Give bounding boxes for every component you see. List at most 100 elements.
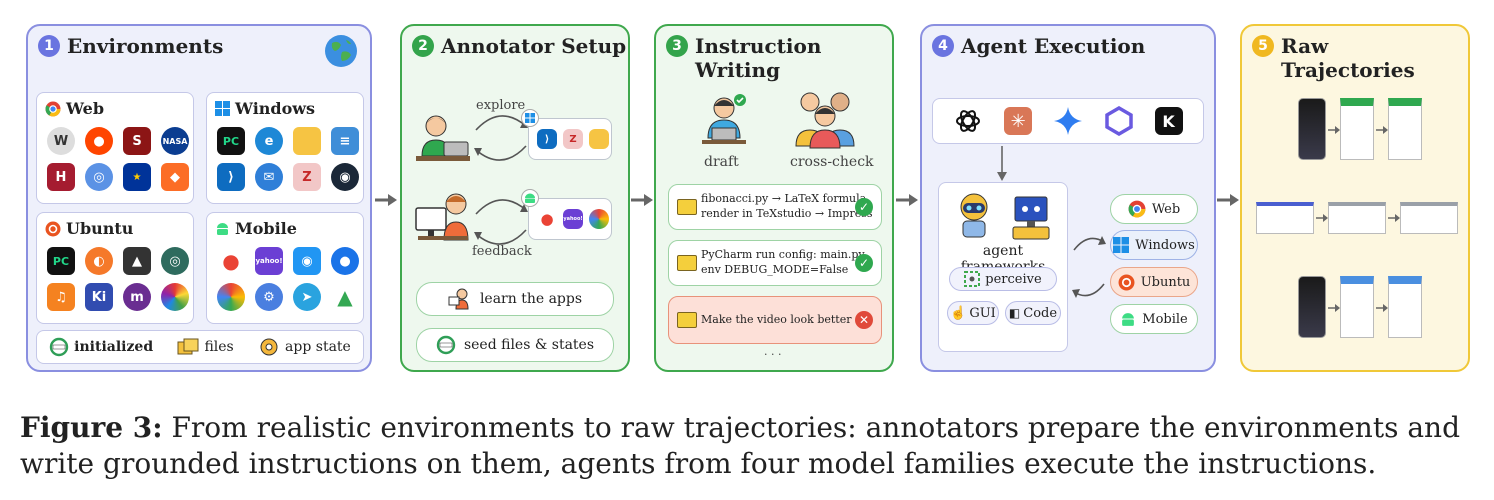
step-4-badge: 4 [932,35,954,57]
env-state-bar: initialized files app state [36,330,364,364]
drafting-person-icon [702,94,746,144]
mobile-label: Mobile [235,219,297,238]
code-pill: ◧ Code [1005,301,1061,325]
windows-logo-icon [1113,237,1130,253]
target-ubuntu: Ubuntu [1110,267,1198,297]
gui-label: GUI [969,305,996,321]
mobile-box: Mobile ● yahoo! ◉ ● ⚙ ➤ ▲ [206,212,364,324]
task-3-line1: Make the video look better [701,313,852,326]
windows-badge-icon [521,109,539,127]
folder-icon [677,255,697,271]
perceive-icon [964,271,981,287]
windows-apps-card: ⟩ Z [521,109,612,160]
folders-icon [177,338,199,355]
crosscheck-label: cross-check [790,154,874,170]
model-family-bar: ✳ K [932,98,1204,144]
openai-icon [956,110,981,132]
target-web: Web [1110,194,1198,224]
step-1-badge: 1 [38,35,60,57]
notepad-icon: ≡ [331,127,359,155]
file-explorer-icon [589,129,609,149]
vscode-icon: ⟩ [537,129,557,149]
feedback-loop-arrows [474,199,528,245]
zotero-icon: Z [293,163,321,191]
chrome-icon [45,101,61,116]
wikipedia-icon: W [47,127,75,155]
trajectory-1-step-1 [1298,98,1326,160]
seed-files-pill: seed files & states [416,328,614,362]
android-icon [217,223,228,235]
learn-apps-pill: learn the apps [416,282,614,316]
app-state-label: app state [285,339,351,355]
blender-icon: ◐ [85,247,113,275]
down-arrow [997,146,1007,181]
caption-label: Figure 3: [20,411,163,444]
environments-title: 1 Environments [38,34,223,58]
perceive-pill: perceive [949,267,1057,291]
reject-x-icon: ✕ [855,311,873,329]
mobile-apps-card: ● yahoo! [521,189,612,240]
android-icon [1122,313,1135,326]
steam-icon: ◉ [331,163,359,191]
trajectory-2-step-1 [1256,202,1314,234]
initialized-label: initialized [74,339,154,355]
harvard-icon: H [47,163,75,191]
task-1-line1: fibonacci.py → LaTeX formula, [701,192,870,205]
telegram-icon: ➤ [293,283,321,311]
execution-loop-arrows [1072,236,1106,298]
eu-flag-icon: ★ [123,163,151,191]
windows-box: Windows PC e ≡ ⟩ ✉ Z ◉ [206,92,364,204]
globe-icon [325,35,357,67]
trajectory-1-step-3 [1388,98,1422,160]
stanford-icon: S [123,127,151,155]
vscode-icon: ⟩ [217,163,245,191]
raw-title: 5 Raw Trajectories [1252,34,1468,82]
feedback-label: feedback [472,244,532,259]
trajectory-arrow [1388,214,1400,222]
annotator-desktop-icon [415,193,469,241]
web-box: Web W ● S NASA H ◎ ★ ◆ [36,92,194,204]
android-badge-icon [521,189,539,207]
code-cube-icon: ◧ [1008,306,1021,320]
figure-caption: Figure 3: From realistic environments to… [20,410,1480,482]
windows-label: Windows [235,99,316,118]
maps-pin-icon: ● [217,247,245,275]
raw-trajectories-panel: 5 Raw Trajectories [1240,24,1470,372]
task-card-2: PyCharm run config: main.py, env DEBUG_M… [668,240,882,286]
agent-title: 4 Agent Execution [932,34,1145,58]
settings-gear-icon: ⚙ [255,283,283,311]
check-icon: ✓ [855,198,873,216]
check-icon: ✓ [855,254,873,272]
openshot-icon: ◎ [161,247,189,275]
annotator-setup-panel: 2 Annotator Setup explore feedback ⟩ Z ●… [400,24,630,372]
annotator-title-text: Annotator Setup [441,34,627,58]
draft-label: draft [704,154,739,170]
yahoo-finance-icon: yahoo! [255,247,283,275]
raw-title-text: Raw Trajectories [1281,34,1415,82]
nasa-icon: NASA [161,127,189,155]
windows-header: Windows [215,99,315,118]
web-header: Web [45,99,104,118]
instruction-title-line1: Instruction [695,34,822,58]
qwen-icon [1105,106,1133,136]
reset-icon [49,337,69,357]
reddit-icon: ● [85,127,113,155]
target-windows: Windows [1110,230,1198,260]
step-5-badge: 5 [1252,35,1274,57]
inkscape-icon: ▲ [123,247,151,275]
code-label: Code [1023,305,1058,321]
ubuntu-header: Ubuntu [45,219,133,238]
learn-apps-label: learn the apps [479,291,583,307]
trajectory-2-step-3 [1400,202,1458,234]
task-card-3: Make the video look better ✕ [668,296,882,344]
kimi-icon: K [1154,107,1183,135]
trajectory-arrow [1376,126,1388,134]
environments-title-text: Environments [67,34,224,58]
target-web-label: Web [1151,201,1181,217]
ubuntu-label: Ubuntu [66,219,134,238]
trajectory-arrow [1316,214,1328,222]
explore-label: explore [476,98,526,113]
chrome-icon [1128,200,1146,218]
